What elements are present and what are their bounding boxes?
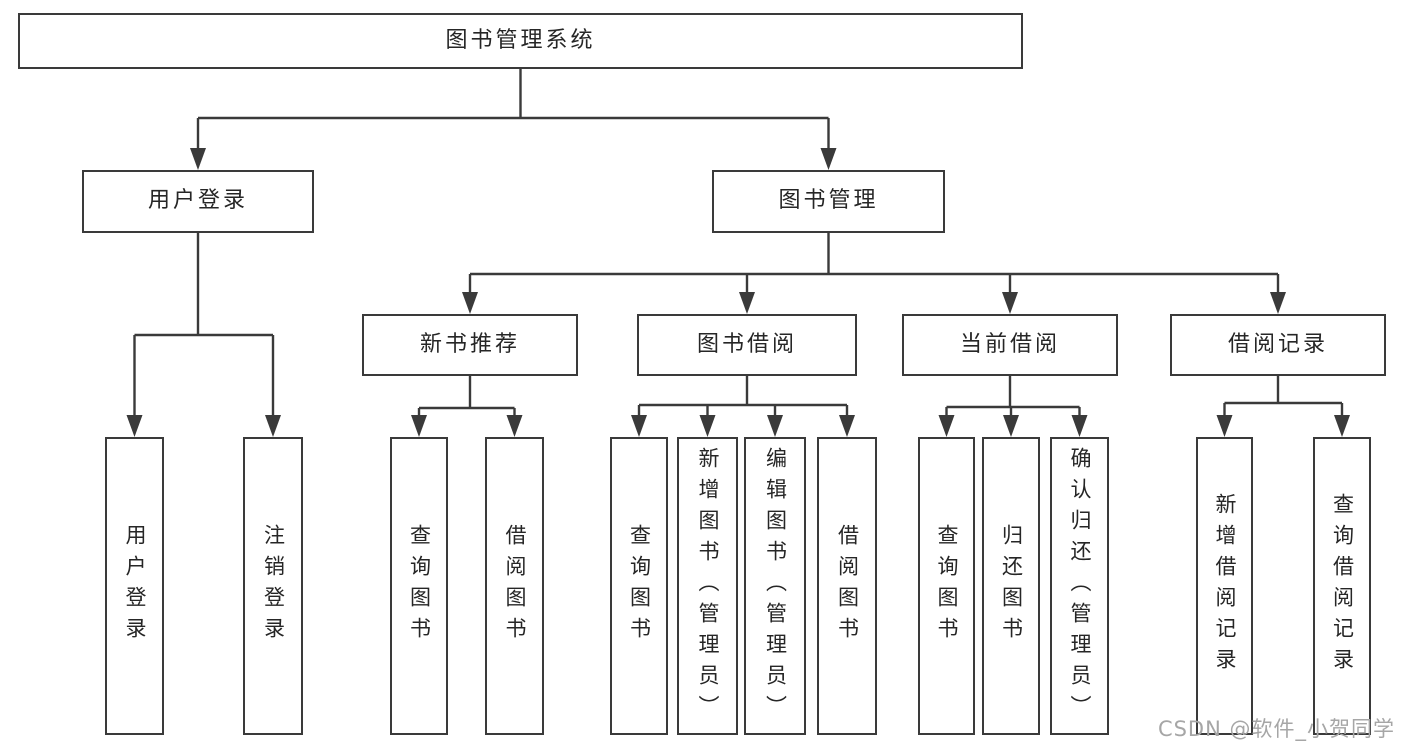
leaf-record-add-label: 新增借阅记录 [1213,493,1237,679]
node-current-borrow-label: 当前借阅 [959,331,1060,357]
node-book-borrow: 图书借阅 [637,314,857,376]
node-user-login: 用户登录 [82,170,314,233]
node-book-management: 图书管理 [712,170,945,233]
leaf-borrow-edit-book-label: 编辑图书（管理员） [763,446,788,726]
leaf-login-user: 用户登录 [105,437,164,735]
leaf-borrow-borrow-book-label: 借阅图书 [835,524,860,648]
leaf-current-confirm-return: 确认归还（管理员） [1050,437,1109,735]
leaf-current-confirm-return-label: 确认归还（管理员） [1068,446,1092,726]
leaf-current-query-book-label: 查询图书 [935,524,959,648]
leaf-current-return-book-label: 归还图书 [999,524,1024,648]
node-new-book-recommend: 新书推荐 [362,314,578,376]
leaf-recommend-borrow-book-label: 借阅图书 [503,524,527,648]
leaf-recommend-query-book: 查询图书 [390,437,448,735]
leaf-record-query: 查询借阅记录 [1313,437,1371,735]
node-user-login-label: 用户登录 [147,188,248,214]
leaf-current-query-book: 查询图书 [918,437,975,735]
node-book-management-label: 图书管理 [778,188,879,214]
node-book-borrow-label: 图书借阅 [696,331,797,357]
leaf-borrow-add-book: 新增图书（管理员） [677,437,738,735]
leaf-record-add: 新增借阅记录 [1196,437,1253,735]
node-root-label: 图书管理系统 [445,27,596,53]
node-borrow-record-label: 借阅记录 [1227,331,1328,357]
leaf-borrow-query-book: 查询图书 [610,437,668,735]
leaf-borrow-borrow-book: 借阅图书 [817,437,877,735]
leaf-borrow-edit-book: 编辑图书（管理员） [744,437,806,735]
csdn-watermark: CSDN @软件_小贺同学 [1157,717,1395,741]
node-borrow-record: 借阅记录 [1170,314,1386,376]
node-new-book-recommend-label: 新书推荐 [419,331,520,357]
leaf-recommend-query-book-label: 查询图书 [407,524,432,648]
leaf-recommend-borrow-book: 借阅图书 [485,437,544,735]
leaf-borrow-query-book-label: 查询图书 [627,524,652,648]
leaf-record-query-label: 查询借阅记录 [1330,493,1355,679]
node-current-borrow: 当前借阅 [902,314,1118,376]
node-root: 图书管理系统 [18,13,1023,69]
leaf-current-return-book: 归还图书 [982,437,1040,735]
leaf-login-logout: 注销登录 [243,437,303,735]
leaf-login-user-label: 用户登录 [123,524,147,648]
leaf-login-logout-label: 注销登录 [261,524,286,648]
leaf-borrow-add-book-label: 新增图书（管理员） [696,446,720,726]
